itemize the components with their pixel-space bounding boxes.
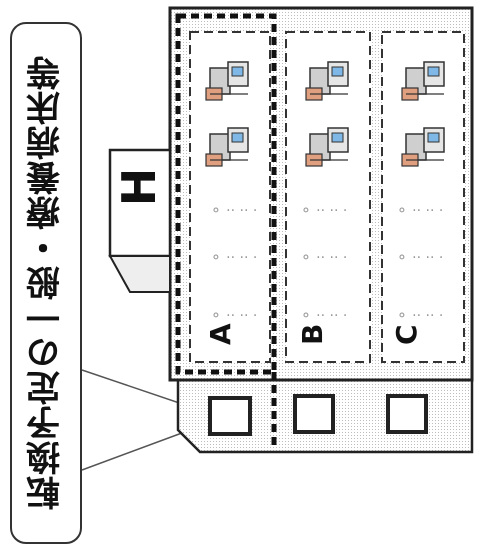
svg-text:⚬ ·· ·· ·: ⚬ ·· ·· · [300,203,347,219]
sign-base [108,255,171,293]
ward-b-panel: ⚬ ·· ·· · ⚬ ·· ·· · ⚬ ·· ·· · B [285,31,371,363]
svg-text:⚬ ·· ·· ·: ⚬ ·· ·· · [300,250,347,266]
callout-label-box: 転換予定の一般・療養病床等 [10,22,82,544]
svg-text:⚬ ·· ·· ·: ⚬ ·· ·· · [300,308,347,324]
ward-c-panel: ⚬ ·· ·· · ⚬ ·· ·· · ⚬ ·· ·· · C [381,31,465,363]
svg-text:⚬ ·· ·· ·: ⚬ ·· ·· · [396,308,443,324]
ward-a-label: A [204,323,237,345]
window [293,394,335,434]
ward-c-label: C [390,324,423,345]
window [386,394,428,434]
svg-text:⚬ ·· ·· ·: ⚬ ·· ·· · [396,203,443,219]
ward-a-outer-boundary [175,13,277,375]
ward-b-label: B [296,324,329,345]
svg-text:⚬ ·· ·· ·: ⚬ ·· ·· · [210,203,257,219]
svg-text:⚬ ·· ·· ·: ⚬ ·· ·· · [210,308,257,324]
svg-text:⚬ ·· ·· ·: ⚬ ·· ·· · [396,250,443,266]
callout-pointer-line [81,429,191,471]
svg-text:⚬ ·· ·· ·: ⚬ ·· ·· · [210,250,257,266]
hospital-sign-letter: H [112,168,166,207]
window [208,396,252,436]
ward-a-panel: ⚬ ·· ·· · ⚬ ·· ·· · ⚬ ·· ·· · A [189,31,271,363]
